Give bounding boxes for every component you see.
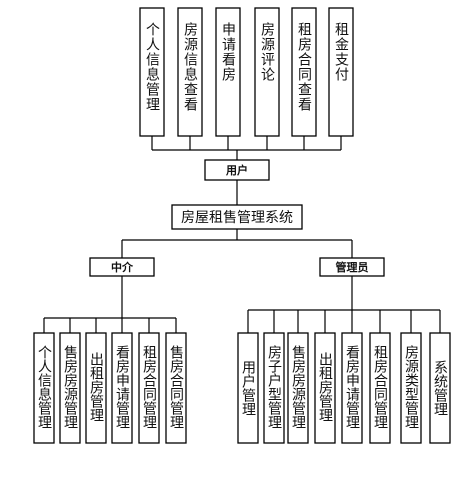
user-child-box-5: [328, 7, 354, 137]
user-child-label-1: 房源信息查看: [182, 22, 198, 112]
admin-child-box-0: [237, 332, 259, 444]
agent-child-label-0: 个人信息管理: [36, 345, 52, 429]
root-node-box: [171, 204, 303, 230]
admin-child-label-4: 看房申请管理: [344, 345, 360, 429]
agent-child-label-4: 租房合同管理: [141, 345, 157, 429]
user-child-label-4: 租房合同查看: [296, 22, 312, 112]
user-child-box-3: [254, 7, 280, 137]
agent-child-label-5: 售房合同管理: [168, 345, 184, 429]
root-node-label: 房屋租售管理系统: [181, 210, 293, 226]
admin-child-label-7: 系统管理: [432, 360, 448, 416]
admin-child-box-6: [400, 332, 422, 444]
user-node-label: 用户: [226, 163, 248, 177]
agent-child-box-2: [85, 332, 107, 444]
admin-child-box-3: [314, 332, 336, 444]
agent-child-box-5: [165, 332, 187, 444]
agent-child-box-3: [111, 332, 133, 444]
admin-child-label-6: 房源类型管理: [403, 345, 419, 429]
admin-child-box-5: [369, 332, 391, 444]
admin-child-box-4: [341, 332, 363, 444]
admin-child-box-2: [287, 332, 309, 444]
user-module-group: 个人信息管理 房源信息查看 申请看房 房源评论 租房合同查看 租金支付: [139, 7, 354, 160]
admin-child-label-2: 售房房源管理: [290, 345, 306, 429]
admin-child-label-5: 租房合同管理: [372, 345, 388, 429]
admin-child-box-7: [429, 332, 451, 444]
agent-module-group: 个人信息管理 售房房源管理 出租房管理 看房申请管理 租房合同管理 售房合同管理: [33, 276, 187, 444]
user-child-box-1: [177, 7, 203, 137]
agent-child-box-4: [138, 332, 160, 444]
admin-child-label-1: 房子户型管理: [266, 345, 282, 429]
agent-child-label-2: 出租房管理: [88, 352, 104, 422]
admin-connector: [247, 276, 441, 333]
user-connector: [151, 136, 342, 160]
user-child-label-0: 个人信息管理: [144, 22, 160, 112]
admin-module-group: 用户管理 房子户型管理 售房房源管理 出租房管理 看房申请管理 租房合同管理 房…: [237, 276, 451, 444]
agent-child-box-1: [59, 332, 81, 444]
admin-child-box-1: [263, 332, 285, 444]
user-child-box-0: [139, 7, 165, 137]
agent-child-box-0: [33, 332, 55, 444]
admin-child-label-3: 出租房管理: [317, 352, 333, 422]
user-child-label-3: 房源评论: [259, 22, 275, 82]
admin-node-label: 管理员: [336, 260, 369, 274]
agent-connector: [43, 276, 177, 333]
user-child-label-2: 申请看房: [220, 22, 236, 82]
user-child-label-5: 租金支付: [333, 22, 349, 82]
root-branch-connector: [121, 229, 353, 258]
admin-child-label-0: 用户管理: [240, 360, 256, 416]
agent-child-label-3: 看房申请管理: [114, 345, 130, 429]
agent-node-label: 中介: [111, 260, 134, 274]
agent-child-label-1: 售房房源管理: [62, 345, 78, 429]
